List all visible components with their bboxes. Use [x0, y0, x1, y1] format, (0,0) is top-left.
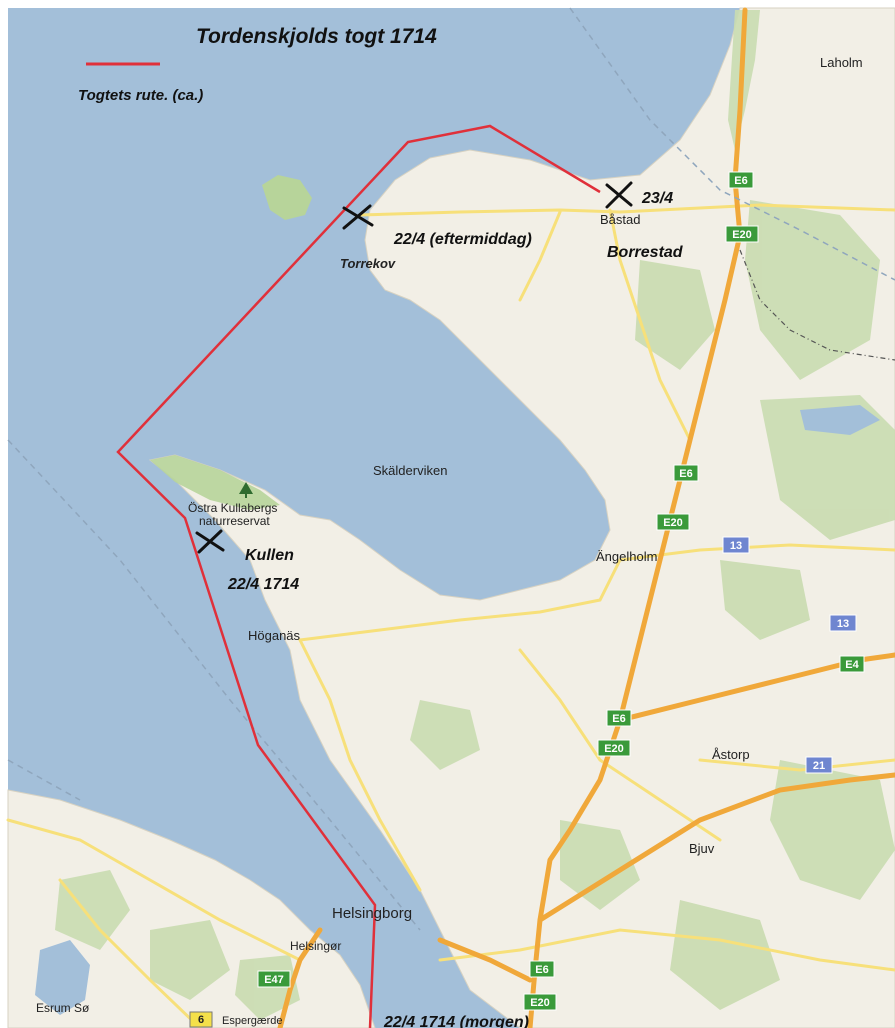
- shield-13-2: 13: [829, 614, 857, 632]
- svg-text:E20: E20: [604, 743, 624, 755]
- shield-e6-3: E6: [606, 709, 632, 727]
- label-helsingborg: Helsingborg: [332, 905, 412, 922]
- svg-text:E6: E6: [612, 713, 625, 725]
- svg-text:E20: E20: [663, 517, 683, 529]
- frame-top: [0, 0, 895, 8]
- tree-icon: [239, 482, 253, 498]
- map-title: Tordenskjolds togt 1714: [196, 25, 437, 48]
- svg-text:E6: E6: [734, 175, 747, 187]
- shield-e47: E47: [257, 970, 291, 988]
- shield-e6-1: E6: [728, 171, 754, 189]
- label-helsingor: Helsingør: [290, 939, 341, 953]
- label-ostra-2: naturreservat: [199, 514, 270, 528]
- lake-east: [800, 405, 880, 435]
- shield-e20-4: E20: [523, 993, 557, 1011]
- label-espergaerde: Espergærde: [222, 1015, 283, 1027]
- svg-text:E20: E20: [732, 229, 752, 241]
- label-skalderviken: Skälderviken: [373, 463, 447, 478]
- x-marker-icon: [195, 529, 225, 554]
- anno-borrestad: Borrestad: [607, 244, 684, 261]
- dashed-lines: [7, 7, 895, 931]
- svg-text:E47: E47: [264, 974, 284, 986]
- svg-text:13: 13: [837, 618, 849, 630]
- shield-e4: E4: [839, 655, 865, 673]
- reserve-kullaberg: [150, 455, 280, 510]
- label-esrum: Esrum Sø: [36, 1001, 90, 1015]
- lake-esrum: [35, 940, 90, 1015]
- svg-text:21: 21: [813, 760, 825, 772]
- frame-left: [0, 0, 8, 1028]
- x-marker-icon: [342, 204, 374, 230]
- label-laholm: Laholm: [820, 55, 863, 70]
- shield-13-1: 13: [722, 536, 750, 554]
- route-line: [116, 124, 601, 1028]
- shield-e20-2: E20: [656, 513, 690, 531]
- label-ostra-1: Östra Kullabergs: [188, 501, 277, 515]
- land-sweden: [148, 7, 895, 1028]
- anno-kullen-date: 22/4 1714: [227, 576, 299, 593]
- road-helsingborg: [437, 937, 533, 983]
- svg-text:E4: E4: [845, 659, 859, 671]
- svg-text:6: 6: [198, 1014, 204, 1026]
- shield-e6-2: E6: [673, 464, 699, 482]
- shield-e6-4: E6: [529, 960, 555, 978]
- route-shields: E6 E20 E6 E20 13 13 E4 E6 E20 21 E6 E20 …: [189, 171, 865, 1028]
- road-e4: [617, 652, 895, 723]
- legend-label: Togtets rute. (ca.): [78, 87, 203, 104]
- svg-text:E6: E6: [679, 468, 692, 480]
- svg-text:E20: E20: [530, 997, 550, 1009]
- anno-kullen: Kullen: [245, 547, 294, 564]
- label-angelholm: Ängelholm: [596, 549, 657, 564]
- place-labels: Laholm Båstad Torrekov Skälderviken Östr…: [36, 55, 863, 1027]
- label-torrekov: Torrekov: [340, 256, 396, 271]
- annotations: 23/4 22/4 (eftermiddag) Borrestad Kullen…: [227, 190, 684, 1028]
- label-bjuv: Bjuv: [689, 841, 715, 856]
- admin-border: [739, 249, 895, 361]
- anno-23-4: 23/4: [641, 190, 673, 207]
- x-marker-icon: [605, 181, 633, 209]
- svg-text:E6: E6: [535, 964, 548, 976]
- svg-text:13: 13: [730, 540, 742, 552]
- anno-morgen: 22/4 1714 (morgen): [383, 1014, 529, 1028]
- forest-patches: [55, 10, 895, 1020]
- road-e47: [277, 927, 323, 1028]
- label-astorp: Åstorp: [712, 747, 750, 762]
- anno-eftermiddag: 22/4 (eftermiddag): [393, 231, 532, 248]
- label-bastad: Båstad: [600, 212, 640, 227]
- island-vadero: [262, 175, 312, 220]
- shield-e20-3: E20: [597, 739, 631, 757]
- shield-21: 21: [805, 756, 833, 774]
- label-hoganas: Höganäs: [248, 628, 301, 643]
- road-east: [537, 772, 895, 923]
- shield-6: 6: [189, 1011, 213, 1028]
- shield-e20-1: E20: [725, 225, 759, 243]
